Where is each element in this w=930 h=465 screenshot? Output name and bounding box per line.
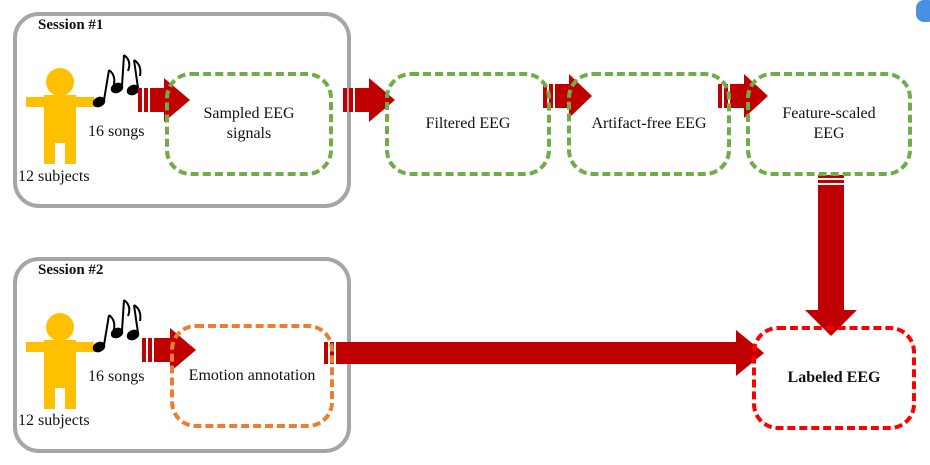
person-icon xyxy=(26,313,94,409)
emotion-annotation-label: Emotion annotation xyxy=(188,367,316,384)
feature-scaled-eeg-label: Feature-scaled EEG xyxy=(782,105,876,142)
artifact-free-eeg-label: Artifact-free EEG xyxy=(591,115,707,132)
arrow-icon xyxy=(324,330,764,376)
arrow-icon xyxy=(343,78,395,122)
arrow-icon xyxy=(805,175,857,336)
feature-scaled-eeg-box: Feature-scaled EEG xyxy=(746,72,912,176)
labeled-eeg-label: Labeled EEG xyxy=(787,369,881,386)
person-icon xyxy=(26,68,94,164)
subjects-label: 12 subjects xyxy=(18,168,90,185)
artifact-free-eeg-box: Artifact-free EEG xyxy=(567,72,731,176)
corner-widget-icon[interactable] xyxy=(916,0,930,22)
sampled-eeg-label: Sampled EEG signals xyxy=(203,105,295,142)
subjects-label: 12 subjects xyxy=(18,412,90,429)
labeled-eeg-box: Labeled EEG xyxy=(752,326,916,430)
music-notes-icon xyxy=(92,54,142,108)
music-notes-icon xyxy=(92,299,142,353)
sampled-eeg-box: Sampled EEG signals xyxy=(165,72,333,176)
session-1-title: Session #1 xyxy=(38,17,104,33)
session-2-title: Session #2 xyxy=(38,262,104,278)
filtered-eeg-label: Filtered EEG xyxy=(425,115,511,132)
filtered-eeg-box: Filtered EEG xyxy=(385,72,551,176)
songs-label: 16 songs xyxy=(88,368,145,385)
emotion-annotation-box: Emotion annotation xyxy=(170,324,334,428)
songs-label: 16 songs xyxy=(88,123,145,140)
